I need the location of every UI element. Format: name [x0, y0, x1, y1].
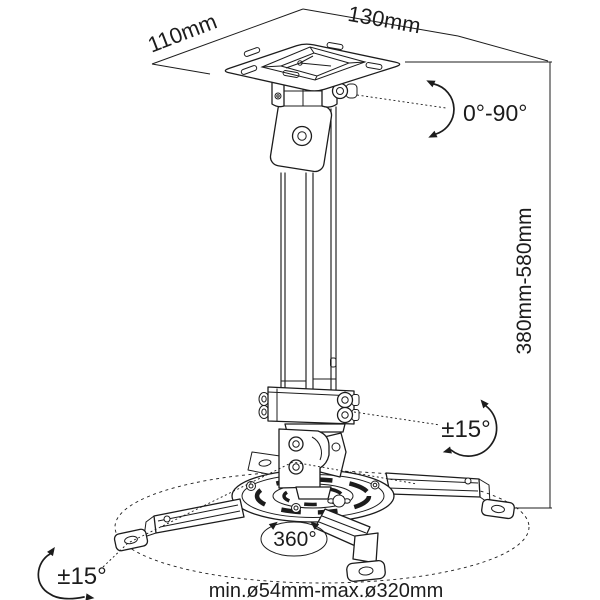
plate-screw-icon	[370, 480, 380, 490]
mount-foot	[113, 528, 149, 552]
ceiling-plate	[224, 42, 401, 92]
label-plate-width: 130mm	[346, 1, 423, 38]
mount-foot	[346, 560, 386, 582]
label-base-diameter: min.ø54mm-max.ø320mm	[209, 580, 443, 600]
swivel-annotation-left: ±15°	[37, 461, 418, 600]
tilt-bolt-icon	[288, 459, 304, 475]
plate-screw-icon	[291, 503, 301, 513]
mount-foot	[481, 498, 515, 520]
tilt-annotation: 0°-90°	[356, 77, 527, 141]
clamp-knob-icon	[336, 406, 354, 424]
arm-screw-icon	[163, 515, 171, 523]
tilt-swivel-bracket	[278, 423, 347, 500]
height-lock-clamp	[258, 386, 360, 425]
dimension-lines	[151, 8, 552, 509]
base-arm-front-right	[314, 508, 386, 582]
base-arm-front-left	[113, 498, 245, 552]
slider-lock-plate	[269, 99, 333, 173]
rotation-annotation: 360°	[260, 518, 328, 557]
base-arm-back-right	[385, 472, 515, 520]
label-swivel-left: ±15°	[57, 563, 106, 590]
label-plate-depth: 110mm	[144, 8, 220, 57]
arm-screw-icon	[464, 477, 472, 485]
plate-slot	[240, 42, 383, 78]
wing-screw-icon	[327, 494, 351, 508]
column-slot	[330, 357, 337, 368]
label-rotation: 360°	[273, 528, 316, 551]
extension-column	[280, 106, 337, 393]
label-height-range: 380mm-580mm	[513, 207, 536, 354]
plate-screw-icon	[246, 481, 256, 491]
label-tilt-range: 0°-90°	[463, 100, 527, 126]
swivel-annotation-right: ±15°	[353, 397, 498, 457]
clamp-knob-icon	[336, 391, 354, 409]
tilt-bolt-icon	[288, 436, 304, 452]
lock-bolt-icon	[291, 125, 313, 147]
label-swivel-right: ±15°	[441, 416, 490, 443]
